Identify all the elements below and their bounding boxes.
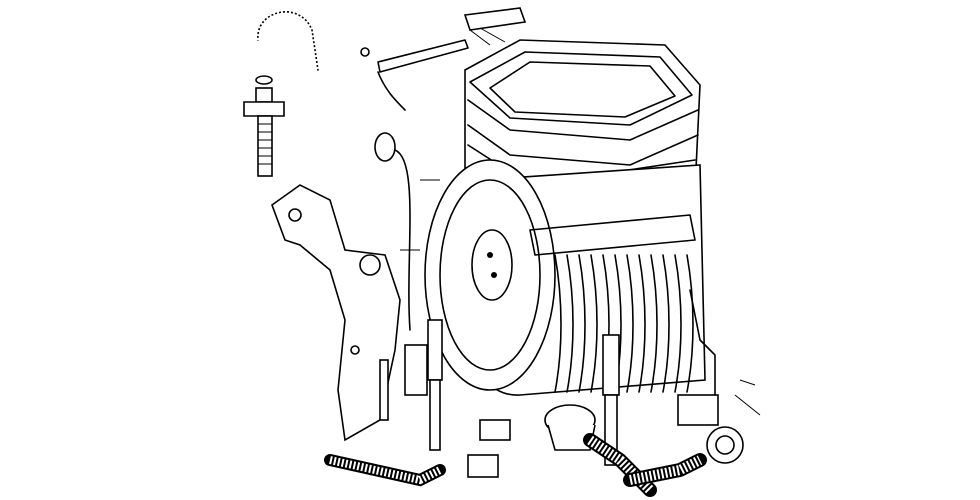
drain-hose-left: [324, 454, 446, 487]
drum-rib: [578, 254, 586, 393]
inlet-valve: [243, 75, 285, 177]
drum-rib: [674, 254, 682, 393]
heater-connector: [467, 419, 511, 478]
front-plate: [271, 184, 401, 442]
drum-rib: [566, 254, 574, 393]
drum-rib: [650, 254, 658, 393]
drain-pump: [677, 394, 744, 464]
pressure-switch: [374, 132, 411, 331]
drum-rib: [638, 254, 646, 393]
leader-lines: [400, 179, 761, 416]
drum-rib: [662, 254, 670, 393]
drum-rib: [554, 254, 562, 393]
drum-rib: [626, 254, 634, 393]
drum-rib: [686, 254, 694, 393]
top-rod: [360, 39, 469, 111]
drum-rib: [590, 254, 598, 393]
shock-absorber-left: [404, 319, 443, 451]
fill-hose: [252, 7, 323, 71]
drum: [424, 159, 706, 396]
drain-pipe: [689, 289, 716, 396]
sump-hose: [544, 404, 707, 497]
control-module: [463, 7, 527, 46]
